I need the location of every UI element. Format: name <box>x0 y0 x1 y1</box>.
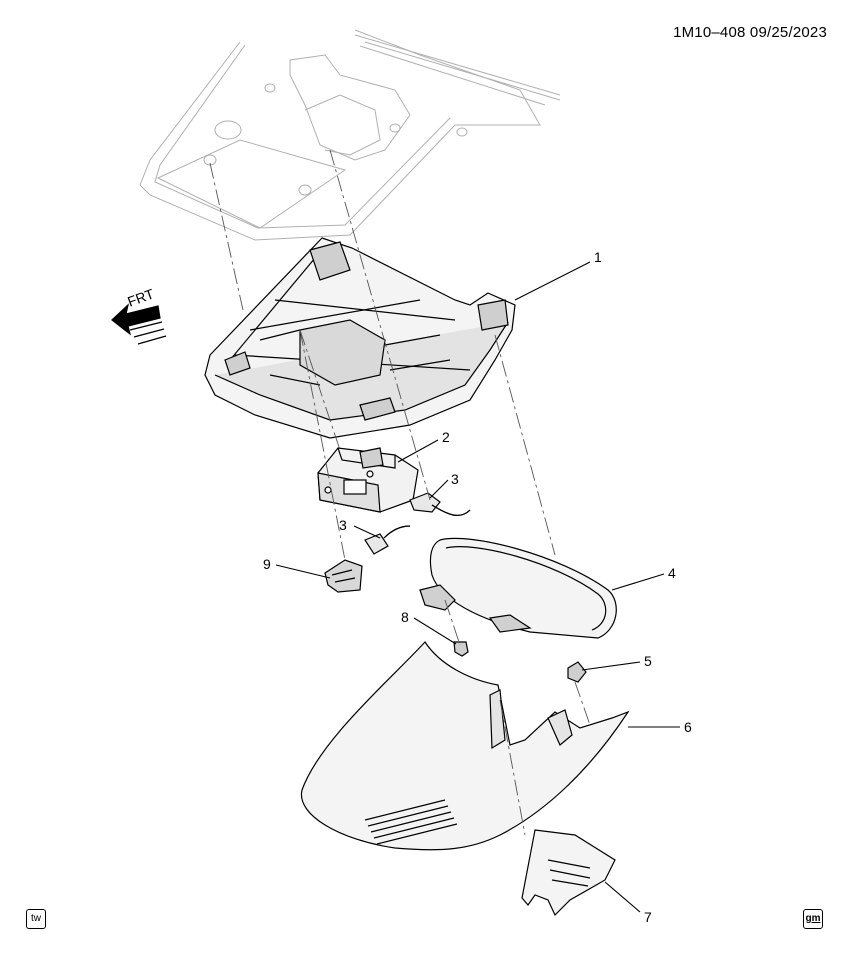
callout-numbers: 1 2 3 3 4 5 6 7 8 9 <box>263 249 692 925</box>
cover-vent-slots <box>364 799 458 845</box>
callout-2: 2 <box>442 429 450 445</box>
part-4-rearview-mirror <box>419 537 617 639</box>
callout-8: 8 <box>401 609 409 625</box>
callout-5: 5 <box>644 653 652 669</box>
part-9-sensor <box>324 559 363 593</box>
callout-6: 6 <box>684 719 692 735</box>
frt-label: FRT <box>125 285 156 309</box>
part-5-clip <box>567 661 587 683</box>
callout-1: 1 <box>594 249 602 265</box>
part-3-harness-upper <box>409 492 471 517</box>
roof-panel-ghost <box>139 29 561 241</box>
alignment-lines <box>209 149 591 836</box>
part-7-lower-cover <box>521 829 616 917</box>
part-8-screw <box>453 641 469 657</box>
callout-4: 4 <box>668 565 676 581</box>
front-direction-arrow: FRT <box>111 285 167 345</box>
part-1-console-bezel <box>204 237 516 439</box>
diagram-code-date: 1M10–408 09/25/2023 <box>673 24 827 41</box>
part-3-harness-lower <box>364 525 411 555</box>
part-6-mirror-cover <box>300 641 630 851</box>
tw-badge-icon: tw <box>26 909 46 929</box>
callout-9: 9 <box>263 556 271 572</box>
callout-7: 7 <box>644 909 652 925</box>
callout-3-upper: 3 <box>451 471 459 487</box>
callout-3-lower: 3 <box>339 517 347 533</box>
leader-lines <box>275 261 680 913</box>
part-2-module <box>317 447 419 513</box>
gm-logo-icon: gm <box>803 909 823 929</box>
